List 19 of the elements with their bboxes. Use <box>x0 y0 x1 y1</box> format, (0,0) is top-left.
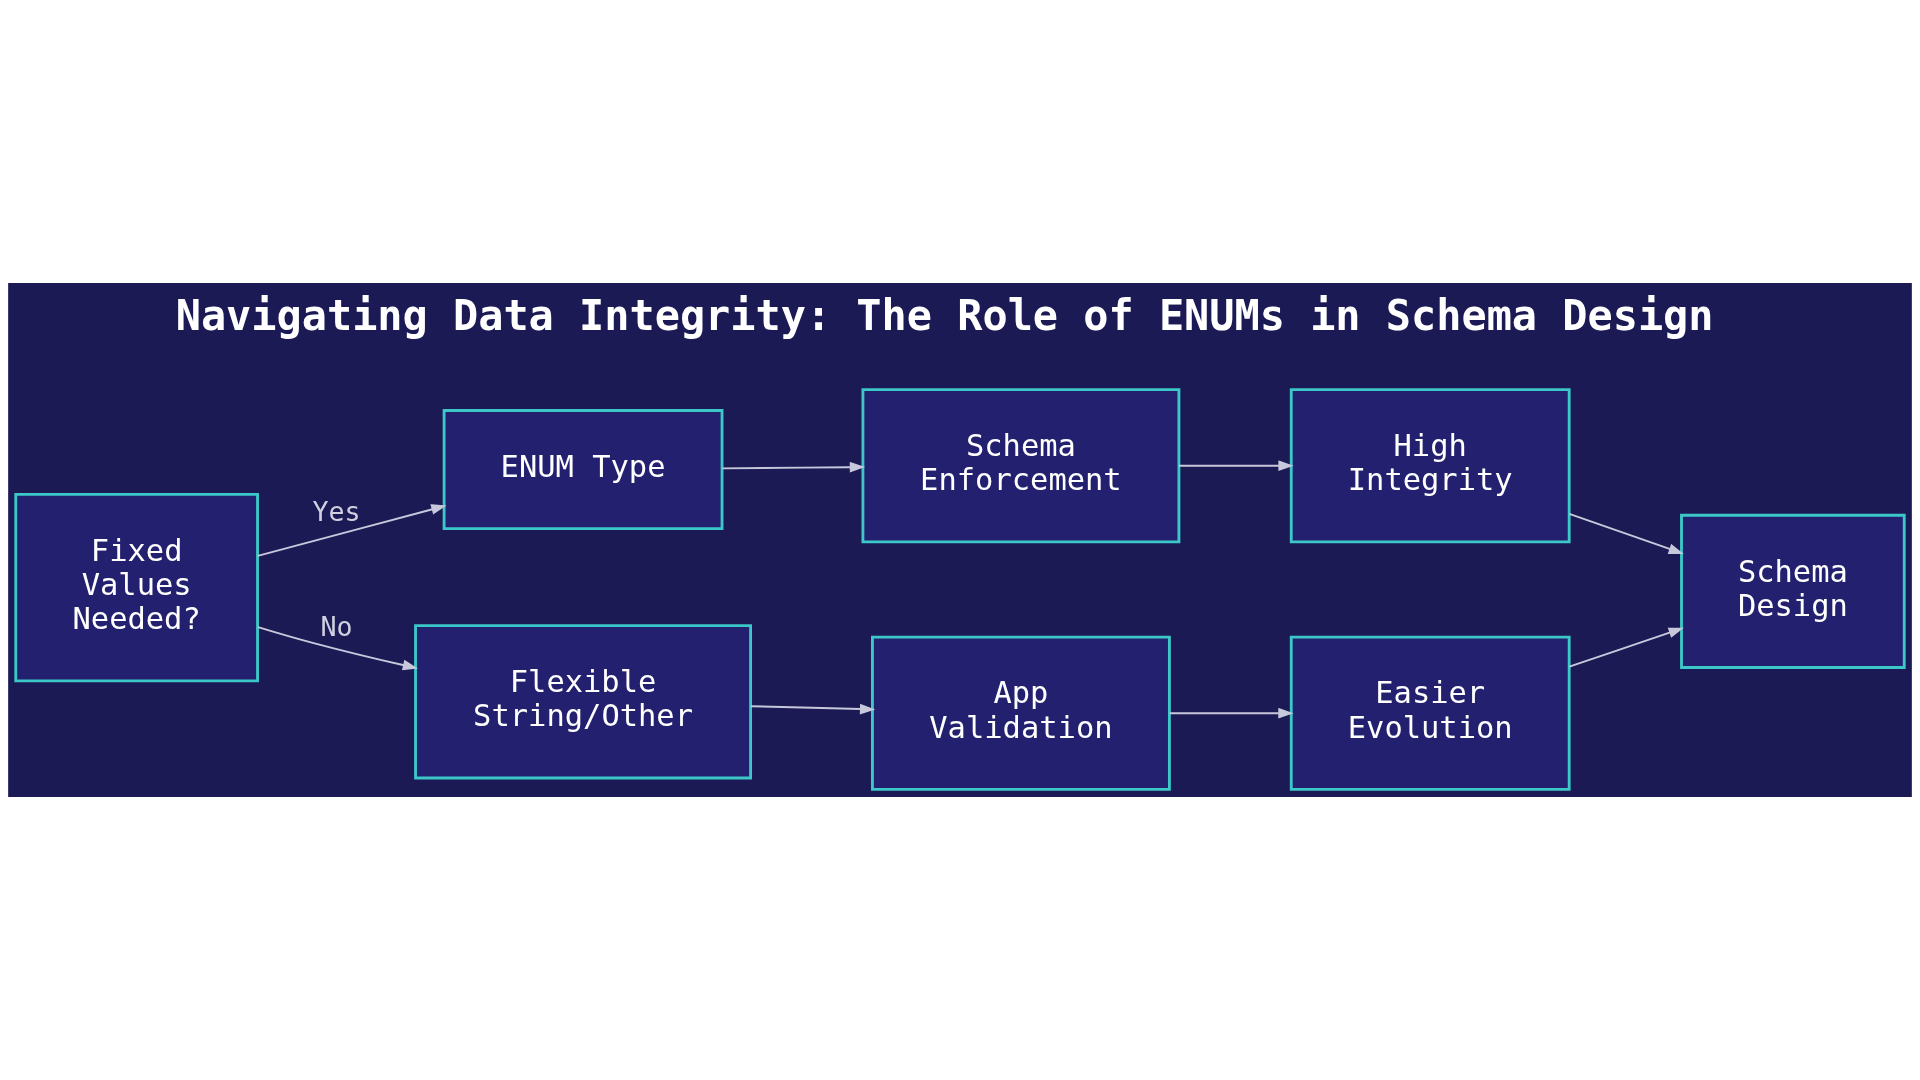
arrow <box>1568 627 1684 668</box>
arrow <box>257 626 419 671</box>
arrow <box>1178 460 1294 472</box>
arrow <box>1568 512 1684 554</box>
arrow <box>1168 707 1294 719</box>
node-box: Schema Design <box>1680 513 1906 669</box>
node-box: Schema Enforcement <box>861 388 1181 544</box>
arrow <box>749 703 876 715</box>
node-box: High Integrity <box>1289 388 1571 544</box>
edge-label: No <box>320 610 353 642</box>
arrow <box>256 504 447 557</box>
diagram-title: Navigating Data Integrity: The Role of ENUMs in Schema Design <box>175 290 1714 340</box>
node-box: Fixed Values Needed? <box>14 492 259 683</box>
node-box: ENUM Type <box>442 409 724 530</box>
node-box: App Validation <box>871 635 1171 791</box>
edge-label: Yes <box>312 496 361 528</box>
node-box: Flexible String/Other <box>414 624 752 780</box>
node-box: Easier Evolution <box>1289 635 1571 791</box>
arrow <box>721 461 866 473</box>
